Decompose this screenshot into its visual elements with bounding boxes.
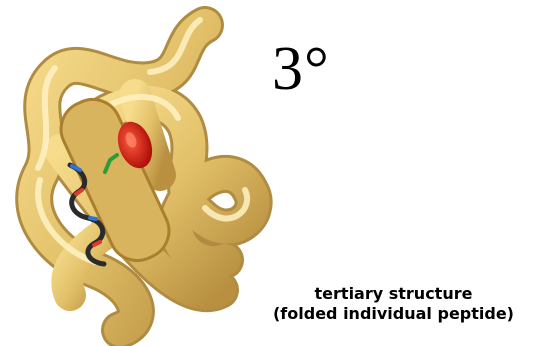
caption-title: tertiary structure: [248, 284, 539, 304]
caption-subtitle: (folded individual peptide): [248, 304, 539, 324]
caption: tertiary structure (folded individual pe…: [248, 284, 539, 324]
protein-fold: [34, 20, 253, 330]
structure-level-label: 3°: [272, 38, 330, 100]
